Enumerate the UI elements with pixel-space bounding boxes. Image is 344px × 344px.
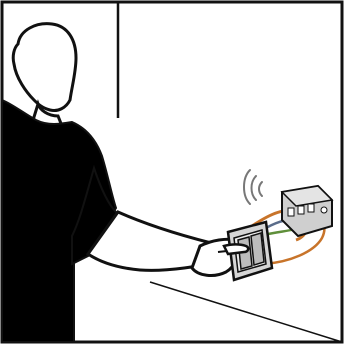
person-fingertip — [224, 245, 248, 255]
receiver-terminal-1 — [288, 208, 294, 216]
receiver-screw — [321, 207, 327, 213]
receiver-terminal-2 — [298, 206, 304, 214]
switch-rocker-right[interactable] — [251, 233, 264, 265]
receiver-terminal-3 — [308, 204, 314, 212]
